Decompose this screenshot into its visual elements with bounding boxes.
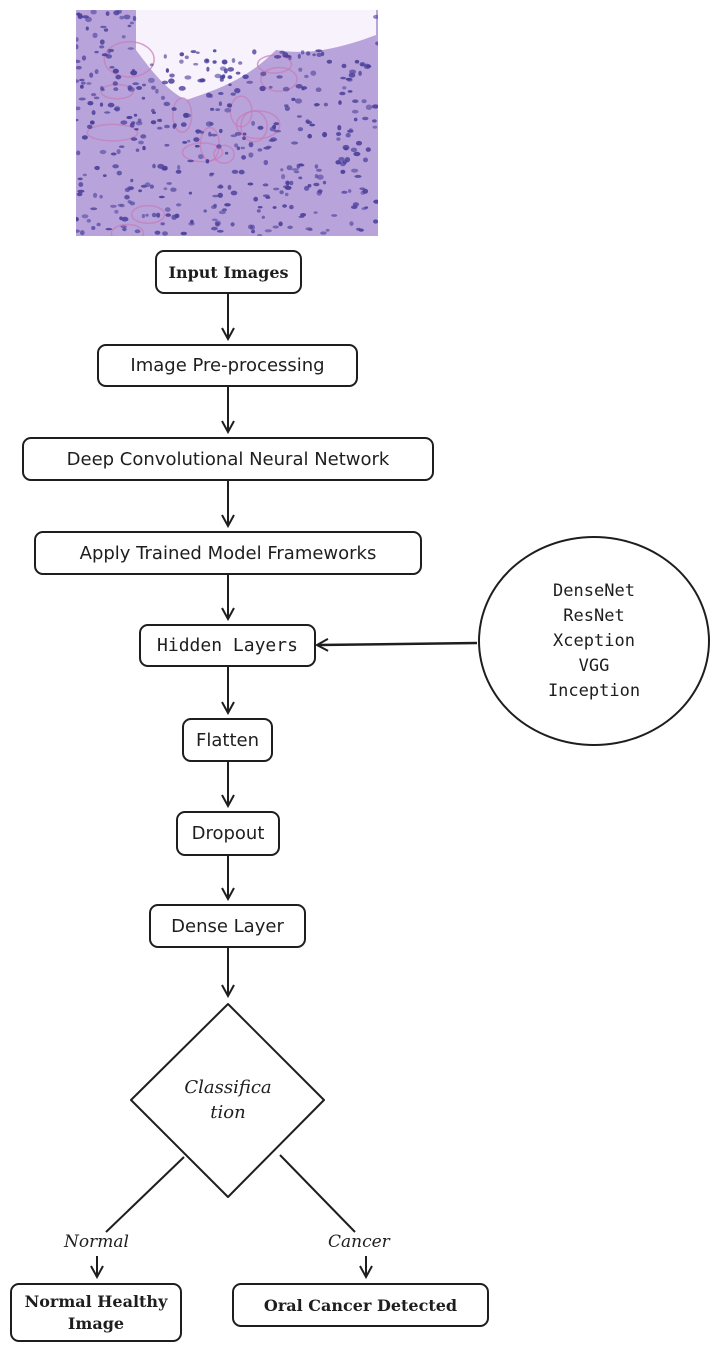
model-vgg: VGG <box>578 655 610 676</box>
dropout-box: Dropout <box>176 811 280 856</box>
model-densenet: DenseNet <box>553 580 635 601</box>
input-images-box: Input Images <box>155 250 302 294</box>
branch-cancer-line <box>279 1154 356 1233</box>
normal-healthy-box: Normal Healthy Image <box>10 1283 182 1342</box>
branch-normal-line <box>105 1156 185 1233</box>
oral-cancer-box: Oral Cancer Detected <box>232 1283 489 1327</box>
classification-diamond <box>130 1003 325 1198</box>
preprocess-label: Image Pre-processing <box>130 355 325 376</box>
input-images-label: Input Images <box>168 262 289 282</box>
hidden-layers-label: Hidden Layers <box>157 635 298 656</box>
classification-line2: tion <box>210 1102 246 1123</box>
normal-branch-label: Normal <box>64 1232 129 1252</box>
dense-layer-label: Dense Layer <box>171 915 284 937</box>
model-inception: Inception <box>547 680 641 701</box>
oral-cancer-label: Oral Cancer Detected <box>263 1295 458 1315</box>
hidden-layers-box: Hidden Layers <box>139 624 316 667</box>
model-xception: Xception <box>553 630 635 651</box>
dense-layer-box: Dense Layer <box>149 904 306 948</box>
flatten-box: Flatten <box>182 718 273 762</box>
normal-healthy-line1: Normal Healthy <box>24 1291 168 1311</box>
dropout-label: Dropout <box>191 823 265 844</box>
classification-label: Classifica tion <box>168 1075 288 1125</box>
frameworks-label: Apply Trained Model Frameworks <box>79 542 377 564</box>
histology-image <box>76 10 378 236</box>
tissue-texture <box>76 10 378 236</box>
frameworks-box: Apply Trained Model Frameworks <box>34 531 422 575</box>
flatten-label: Flatten <box>196 729 259 751</box>
model-resnet: ResNet <box>563 605 625 626</box>
classification-line1: Classifica <box>184 1077 272 1098</box>
dcnn-label: Deep Convolutional Neural Network <box>66 448 390 470</box>
dcnn-box: Deep Convolutional Neural Network <box>22 437 434 481</box>
preprocess-box: Image Pre-processing <box>97 344 358 387</box>
cancer-branch-label: Cancer <box>328 1232 390 1252</box>
arrow-models-to-hidden <box>318 643 478 645</box>
model-list-circle: DenseNet ResNet Xception VGG Inception <box>478 536 710 746</box>
normal-healthy-line2: Image <box>67 1313 125 1333</box>
